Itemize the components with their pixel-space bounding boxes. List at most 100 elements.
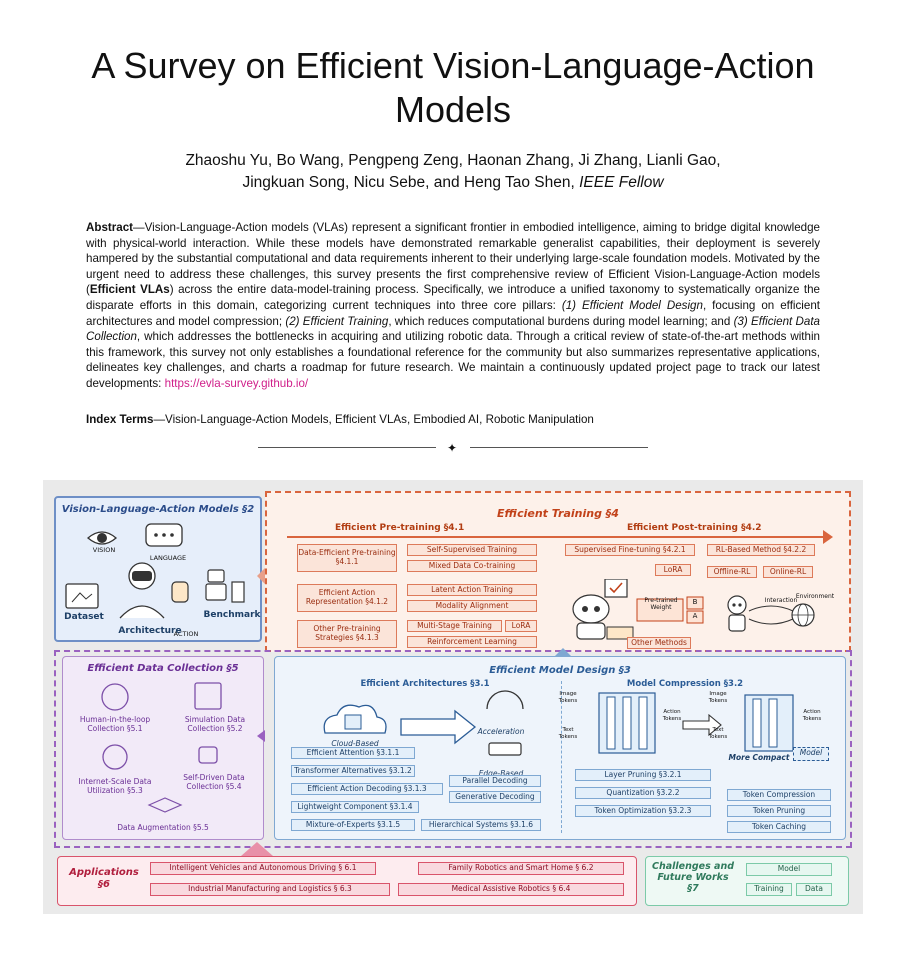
image-tokens-label-right: Image Tokens <box>708 691 728 704</box>
online-rl-box: Online-RL <box>763 566 813 578</box>
internet-globe-icon <box>102 744 128 770</box>
token-optimization-box: Token Optimization §3.2.3 <box>575 805 711 817</box>
paper-title: A Survey on Efficient Vision-Language-Ac… <box>0 44 906 132</box>
big-model-layer-1 <box>606 696 616 750</box>
applications-title: Applications §6 <box>64 867 144 891</box>
challenges-title-line-1: Challenges and <box>651 861 735 872</box>
speedometer-icon <box>486 690 524 710</box>
challenge-model: Model <box>746 863 832 876</box>
challenges-title: Challenges and Future Works §7 <box>648 861 738 894</box>
data-item-5-2: Simulation Data Collection §5.2 <box>184 715 246 733</box>
edge-label: Edge-Based <box>478 769 524 778</box>
action-label: ACTION <box>173 630 199 638</box>
divider-line-left <box>258 447 436 448</box>
big-arrow-icon <box>400 709 477 745</box>
model-tag: Model <box>793 747 829 761</box>
efficient-training-panel: Efficient Training §4 Efficient Pre-trai… <box>265 491 851 652</box>
index-terms: Index Terms—Vision-Language-Action Model… <box>86 413 820 426</box>
pretrain-item-3-1: Multi-Stage Training <box>407 620 502 632</box>
more-compact-label: More Compact <box>728 753 790 762</box>
data-item-5-4: Self-Driven Data Collection §5.4 <box>183 773 245 791</box>
challenges-title-line-2: Future Works <box>657 872 729 883</box>
vision-label: VISION <box>92 546 116 554</box>
abstract-text-5: , which addresses the bottlenecks in acq… <box>86 330 820 390</box>
lora-a-block <box>686 610 704 624</box>
app-item-6-4: Medical Assistive Robotics § 6.4 <box>398 883 624 896</box>
title-line-1: A Survey on Efficient Vision-Language-Ac… <box>91 45 815 86</box>
taxonomy-figure: Efficient Training §4 Efficient Pre-trai… <box>43 480 863 914</box>
small-model-layer-2 <box>768 698 778 748</box>
abstract-text-3: , focusing on efficient architectures an… <box>86 298 820 328</box>
token-compression-box: Token Compression <box>727 789 831 801</box>
pretrain-label: Efficient Pre-training §4.1 <box>335 523 465 533</box>
moe-box: Mixture-of-Experts §3.1.5 <box>291 819 415 831</box>
self-driven-robot-icon <box>198 746 218 764</box>
authors-line-2: Jingkuan Song, Nicu Sebe, and Heng Tao S… <box>242 174 575 191</box>
author-list: Zhaoshu Yu, Bo Wang, Pengpeng Zeng, Haon… <box>0 150 906 194</box>
big-model-layer-3 <box>638 696 648 750</box>
dataset-folder-icon <box>65 583 99 609</box>
pretrain-group-1: Data-Efficient Pre-training §4.1.1 <box>297 544 397 572</box>
action-tokens-label-right: Action Tokens <box>802 709 822 722</box>
challenges-panel: Challenges and Future Works §7 Model Tra… <box>645 856 849 906</box>
vla-models-panel: Vision-Language-Action Models §2 <box>54 496 262 642</box>
acceleration-label: Acceleration <box>477 727 525 736</box>
data-item-5-1: Human-in-the-loop Collection §5.1 <box>79 715 151 733</box>
abstract-text-2: ) across the entire data-model-training … <box>86 283 820 312</box>
layer-pruning-box: Layer Pruning §3.2.1 <box>575 769 711 781</box>
interaction-arrow-icon <box>748 605 794 612</box>
eye-icon <box>87 531 117 545</box>
applications-title-line-1: Applications <box>69 867 139 878</box>
big-model-layer-2 <box>622 696 632 750</box>
compression-illustration <box>598 692 794 754</box>
human-loop-icon <box>101 683 129 711</box>
training-title: Efficient Training §4 <box>497 507 619 520</box>
abstract-pillar-2: (2) Efficient Training <box>285 314 389 328</box>
pretrain-item-3-3: Reinforcement Learning <box>407 636 537 648</box>
globe-icon <box>791 603 815 627</box>
data-model-frame <box>54 650 852 848</box>
pretrained-weight-label: Pre-trained Weight <box>644 597 678 611</box>
model-design-title: Efficient Model Design §3 <box>489 665 631 676</box>
hand-icon <box>171 581 189 603</box>
fellow-tag: IEEE Fellow <box>579 174 664 191</box>
title-line-2: Models <box>394 89 512 130</box>
challenges-title-line-3: §7 <box>687 883 699 894</box>
benchmark-label: Benchmark <box>203 610 261 620</box>
arch-illustration <box>323 690 524 756</box>
abstract-bold: Efficient VLAs <box>89 283 170 297</box>
compress-arrow-icon <box>682 713 722 737</box>
abstract: Abstract—Vision-Language-Action models (… <box>86 220 820 392</box>
app-item-6-1: Intelligent Vehicles and Autonomous Driv… <box>150 862 376 875</box>
data-collection-title: Efficient Data Collection §5 <box>87 663 239 674</box>
text-tokens-label-right: Text Tokens <box>708 727 728 740</box>
project-link[interactable]: https://evla-survey.github.io/ <box>164 376 309 390</box>
image-tokens-label-left: Image Tokens <box>558 691 578 704</box>
lightweight-box: Lightweight Component §3.1.4 <box>291 801 419 813</box>
arch-title: Efficient Architectures §3.1 <box>360 679 490 689</box>
figure-connectors <box>241 568 571 856</box>
pretrain-item-2-2: Modality Alignment <box>407 600 537 612</box>
index-terms-text: —Vision-Language-Action Models, Efficien… <box>153 413 594 426</box>
action-tokens-label-left: Action Tokens <box>662 709 682 722</box>
simulation-arm-icon <box>194 682 222 710</box>
applications-title-line-2: §6 <box>98 879 110 890</box>
lora-box: LoRA <box>655 564 691 576</box>
data-collection-illustration <box>101 682 222 813</box>
divider-line-right <box>470 447 648 448</box>
benchmark-robot-icon <box>205 569 245 603</box>
data-item-5-3: Internet-Scale Data Utilization §5.3 <box>78 777 152 795</box>
to-applications-arrow-icon <box>241 842 273 856</box>
generative-decoding-box: Generative Decoding <box>449 791 541 803</box>
language-label: LANGUAGE <box>149 554 187 562</box>
interaction-return-arrow-icon <box>748 618 794 625</box>
chip-icon <box>344 714 362 730</box>
training-arrow-line <box>287 536 829 538</box>
pretrain-item-1-1: Self-Supervised Training <box>407 544 537 556</box>
pretrain-group-2: Efficient Action Representation §4.1.2 <box>297 584 397 612</box>
text-tokens-label-left: Text Tokens <box>558 727 578 740</box>
challenge-training: Training <box>746 883 792 896</box>
rl-box: RL-Based Method §4.2.2 <box>707 544 815 556</box>
dataset-label: Dataset <box>64 612 104 622</box>
authors-line-1: Zhaoshu Yu, Bo Wang, Pengpeng Zeng, Haon… <box>185 152 721 169</box>
